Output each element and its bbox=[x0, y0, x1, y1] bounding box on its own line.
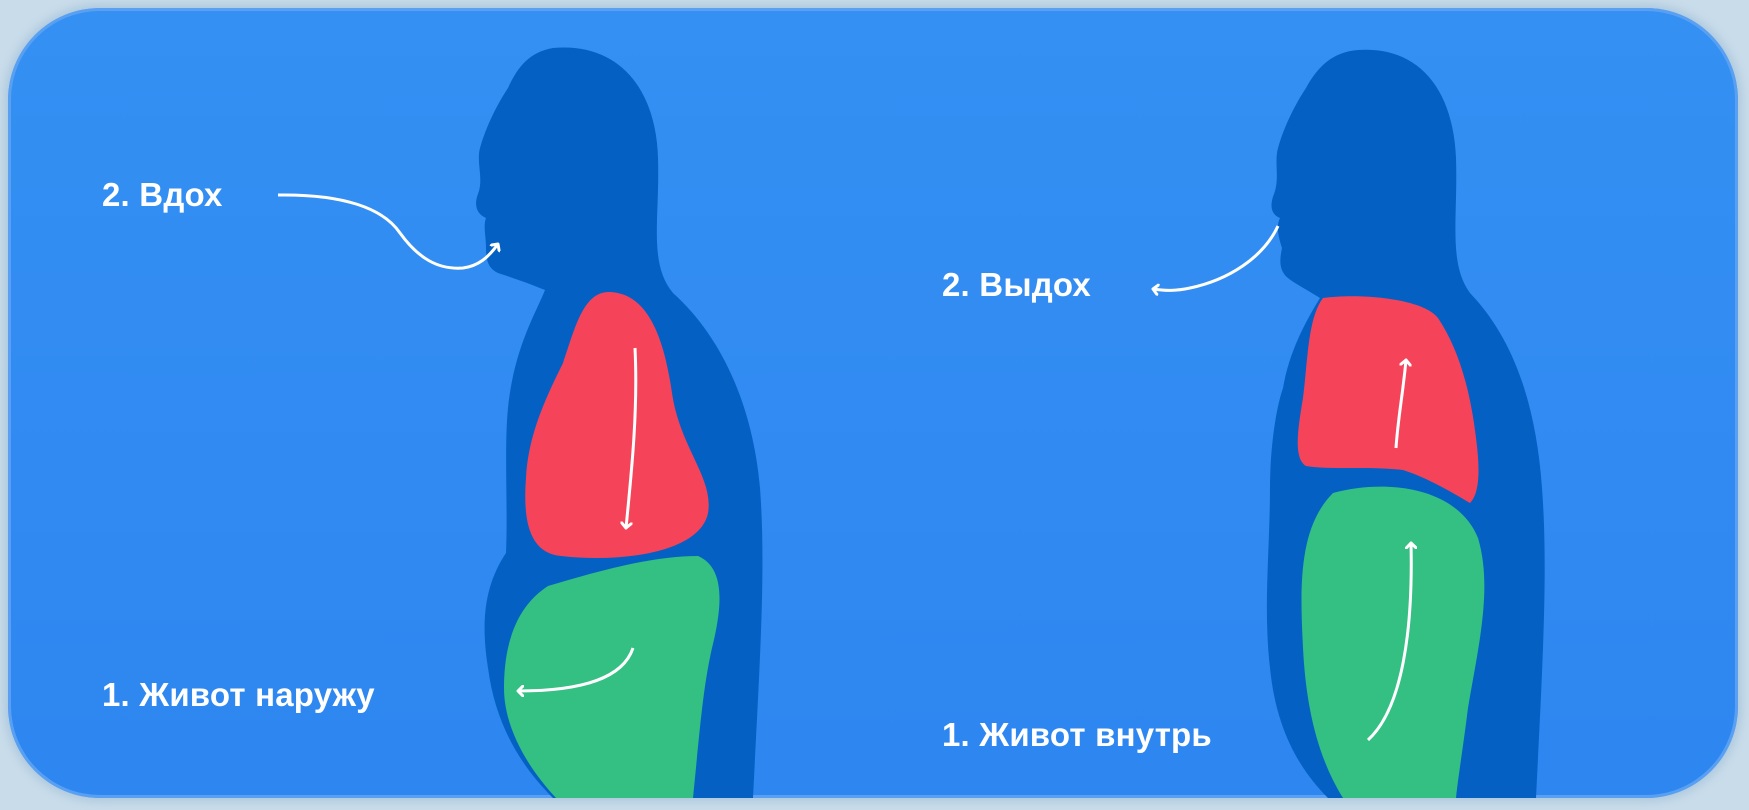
inhale-label: 2. Вдох bbox=[102, 176, 223, 214]
exhale-label: 2. Выдох bbox=[942, 266, 1091, 304]
belly-in-label: 1. Живот внутрь bbox=[942, 716, 1212, 754]
right-belly-area-icon bbox=[1301, 487, 1484, 798]
right-figure bbox=[1153, 50, 1545, 798]
exhale-arrow bbox=[1153, 226, 1278, 290]
diagram-frame: 2. Вдох 2. Выдох 1. Живот наружу 1. Живо… bbox=[8, 8, 1738, 798]
inhale-arrow bbox=[278, 195, 498, 268]
belly-out-label: 1. Живот наружу bbox=[102, 676, 375, 714]
